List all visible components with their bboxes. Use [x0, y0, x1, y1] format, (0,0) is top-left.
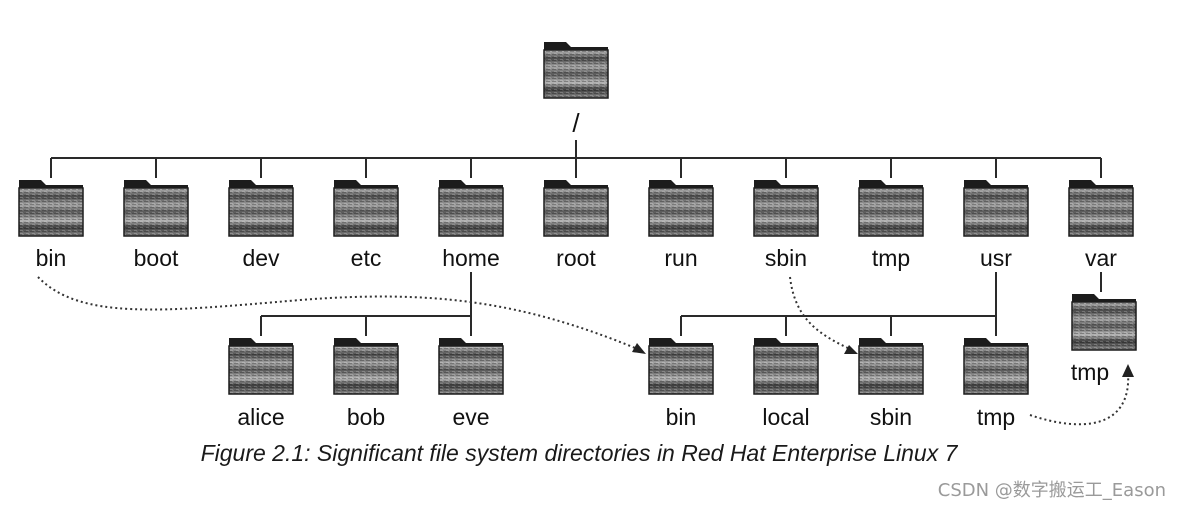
dir-label-var: var	[1085, 245, 1117, 271]
root-label: /	[572, 108, 580, 138]
dir-label-usr: usr	[980, 245, 1012, 271]
folder-icon	[648, 180, 714, 237]
folder-icon	[543, 42, 609, 99]
dir-label-etc: etc	[351, 245, 382, 271]
folder-icon	[228, 180, 294, 237]
symlink-arrows	[37, 276, 1134, 426]
symlink-bin-to-usr-bin	[37, 276, 641, 351]
folder-icon	[543, 180, 609, 237]
folder-icon	[228, 338, 294, 395]
dir-label-boot: boot	[134, 245, 179, 271]
folder-icon	[648, 338, 714, 395]
directory-labels: / bin boot dev etc home root run sbin tm…	[36, 108, 1118, 430]
tree-connector-lines	[50, 140, 1102, 336]
dir-label-dev: dev	[242, 245, 280, 271]
symlink-sbin-to-usr-sbin	[789, 276, 853, 351]
dir-label-var-tmp: tmp	[1071, 359, 1109, 385]
dir-label-usr-local: local	[762, 404, 809, 430]
folder-icon	[858, 338, 924, 395]
dir-label-tmp: tmp	[872, 245, 910, 271]
folder-icon	[333, 338, 399, 395]
dir-label-home: home	[442, 245, 500, 271]
dir-label-bob: bob	[347, 404, 385, 430]
folder-icon	[753, 338, 819, 395]
arrowhead-icon	[844, 345, 858, 354]
figure-caption-text: Figure 2.1: Significant file system dire…	[200, 440, 958, 466]
dir-label-eve: eve	[452, 404, 489, 430]
dir-label-usr-tmp: tmp	[977, 404, 1015, 430]
folder-icon	[963, 180, 1029, 237]
folder-icon	[438, 180, 504, 237]
folder-icon	[963, 338, 1029, 395]
folder-icon	[333, 180, 399, 237]
folder-icon	[858, 180, 924, 237]
arrowhead-icon	[632, 343, 646, 354]
folder-icon	[1068, 180, 1134, 237]
folder-icon	[1071, 294, 1137, 351]
dir-label-alice: alice	[237, 404, 284, 430]
figure-caption: Figure 2.1: Significant file system dire…	[0, 440, 1180, 467]
folder-icon	[18, 180, 84, 237]
dir-label-sbin: sbin	[765, 245, 807, 271]
symlink-usr-tmp-to-var-tmp	[1029, 371, 1130, 426]
dir-label-usr-bin: bin	[666, 404, 697, 430]
watermark: CSDN @数字搬运工_Eason	[937, 480, 1166, 501]
folder-icons	[18, 42, 1137, 395]
folder-icon	[123, 180, 189, 237]
folder-icon	[438, 338, 504, 395]
dir-label-bin: bin	[36, 245, 67, 271]
dir-label-run: run	[664, 245, 697, 271]
dir-label-root: root	[556, 245, 596, 271]
folder-icon	[753, 180, 819, 237]
dir-label-usr-sbin: sbin	[870, 404, 912, 430]
arrowhead-icon	[1122, 364, 1134, 377]
